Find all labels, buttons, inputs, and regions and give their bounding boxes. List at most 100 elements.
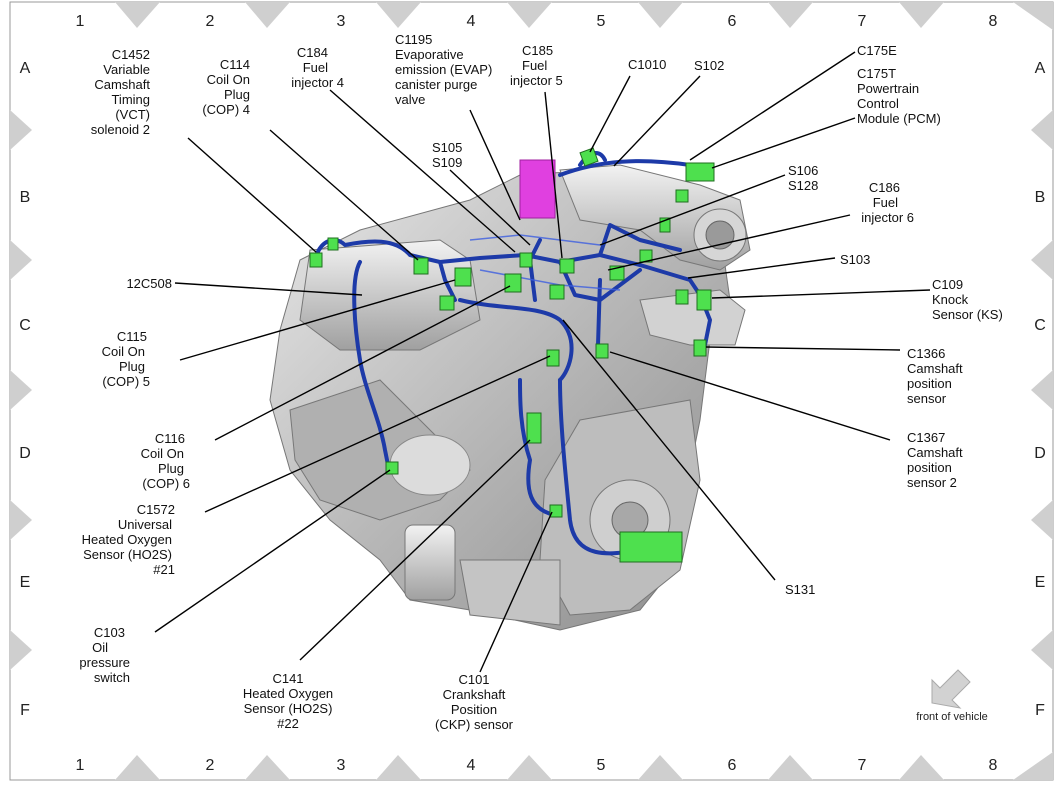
label-line: Knock — [932, 292, 969, 307]
callout-c115: C115 Coil On Plug (COP) 5 — [102, 329, 150, 389]
label-line: position — [907, 376, 952, 391]
label-line: Coil On — [207, 72, 250, 87]
callout-c1367: C1367 Camshaft position sensor 2 — [907, 430, 963, 490]
row-label: D — [1034, 445, 1046, 462]
col-label: 3 — [337, 13, 346, 30]
label-line: Sensor (KS) — [932, 307, 1003, 322]
label-line: S103 — [840, 252, 870, 267]
label-line: Sensor (HO2S) — [244, 701, 333, 716]
label-line: C116 — [155, 431, 185, 446]
connector — [526, 412, 542, 444]
label-line: Camshaft — [907, 361, 963, 376]
connector — [659, 217, 671, 233]
row-label: B — [1035, 189, 1046, 206]
label-line: sensor 2 — [907, 475, 957, 490]
col-label: 8 — [989, 13, 998, 30]
label-line: solenoid 2 — [91, 122, 150, 137]
col-label: 7 — [858, 13, 867, 30]
connector — [549, 504, 563, 518]
row-label: D — [19, 445, 31, 462]
col-label: 5 — [597, 757, 606, 774]
col-label: 2 — [206, 757, 215, 774]
row-labels-right: A B C D E F — [1034, 60, 1046, 719]
callout-c1572: C1572 Universal Heated Oxygen Sensor (HO… — [82, 502, 175, 577]
connector — [454, 267, 472, 287]
label-line: C1367 — [907, 430, 945, 445]
callout-c114: C114 Coil On Plug (COP) 4 — [202, 57, 250, 117]
label-line: Module (PCM) — [857, 111, 941, 126]
label-line: C185 — [522, 43, 553, 58]
label-line: C1572 — [137, 502, 175, 517]
connector — [675, 289, 689, 305]
callout-c175e: C175E — [857, 43, 897, 58]
col-label: 7 — [858, 757, 867, 774]
connector — [579, 147, 599, 167]
label-line: Camshaft — [94, 77, 150, 92]
front-of-vehicle-label: front of vehicle — [916, 711, 988, 723]
label-line: Control — [857, 96, 899, 111]
label-line: valve — [395, 92, 425, 107]
label-line: Heated Oxygen — [243, 686, 333, 701]
callout-s102: S102 — [694, 58, 724, 73]
grid-markers — [10, 2, 1053, 780]
label-line: Universal — [118, 517, 172, 532]
callout-c1366: C1366 Camshaft position sensor — [907, 346, 963, 406]
label-line: canister purge — [395, 77, 477, 92]
label-line: (COP) 5 — [102, 374, 150, 389]
col-label: 6 — [728, 13, 737, 30]
label-line: sensor — [907, 391, 947, 406]
callout-c141: C141 Heated Oxygen Sensor (HO2S) #22 — [243, 671, 333, 731]
label-line: Evaporative — [395, 47, 464, 62]
label-line: (CKP) sensor — [435, 717, 514, 732]
callout-c103: C103 Oil pressure switch — [79, 625, 130, 685]
row-label: C — [1034, 317, 1046, 334]
label-line: C103 — [94, 625, 125, 640]
label-line: Plug — [224, 87, 250, 102]
column-labels-bottom: 1 2 3 4 5 6 7 8 — [76, 757, 998, 774]
label-line: C1010 — [628, 57, 666, 72]
row-label: F — [20, 702, 30, 719]
label-line: C1366 — [907, 346, 945, 361]
callout-c101: C101 Crankshaft Position (CKP) sensor — [435, 672, 514, 732]
connector — [546, 349, 560, 367]
label-line: C114 — [220, 57, 250, 72]
label-line: Fuel — [303, 60, 328, 75]
label-line: S106 — [788, 163, 818, 178]
connector — [559, 258, 575, 274]
col-label: 4 — [467, 13, 476, 30]
label-line: injector 6 — [861, 210, 914, 225]
label-line: Variable — [103, 62, 150, 77]
label-line: injector 4 — [291, 75, 344, 90]
leader-lines — [154, 51, 931, 673]
label-line: Timing — [111, 92, 150, 107]
row-label: E — [20, 574, 31, 591]
label-line: C1452 — [112, 47, 150, 62]
connector — [439, 295, 455, 311]
callout-c185: C185 Fuel injector 5 — [510, 43, 563, 88]
connector — [413, 257, 429, 275]
label-line: Oil — [92, 640, 108, 655]
label-line: S109 — [432, 155, 462, 170]
connector — [693, 339, 707, 357]
connector — [309, 252, 323, 268]
col-label: 1 — [76, 757, 85, 774]
connectors — [309, 147, 715, 563]
label-line: C109 — [932, 277, 963, 292]
callout-c109: C109 Knock Sensor (KS) — [932, 277, 1003, 322]
callout-c1010: C1010 — [628, 57, 666, 72]
callout-s131: S131 — [785, 582, 815, 597]
col-label: 5 — [597, 13, 606, 30]
callout-12c508: 12C508 — [126, 276, 172, 291]
label-line: C101 — [458, 672, 489, 687]
label-line: 12C508 — [126, 276, 172, 291]
connector — [595, 343, 609, 359]
label-line: C115 — [117, 329, 147, 344]
callout-c186: C186 Fuel injector 6 — [861, 180, 914, 225]
row-labels-left: A B C D E F — [19, 60, 31, 719]
connector — [519, 252, 533, 268]
label-line: Plug — [158, 461, 184, 476]
callout-c184: C184 Fuel injector 4 — [291, 45, 344, 90]
label-line: position — [907, 460, 952, 475]
callout-c116: C116 Coil On Plug (COP) 6 — [141, 431, 190, 491]
